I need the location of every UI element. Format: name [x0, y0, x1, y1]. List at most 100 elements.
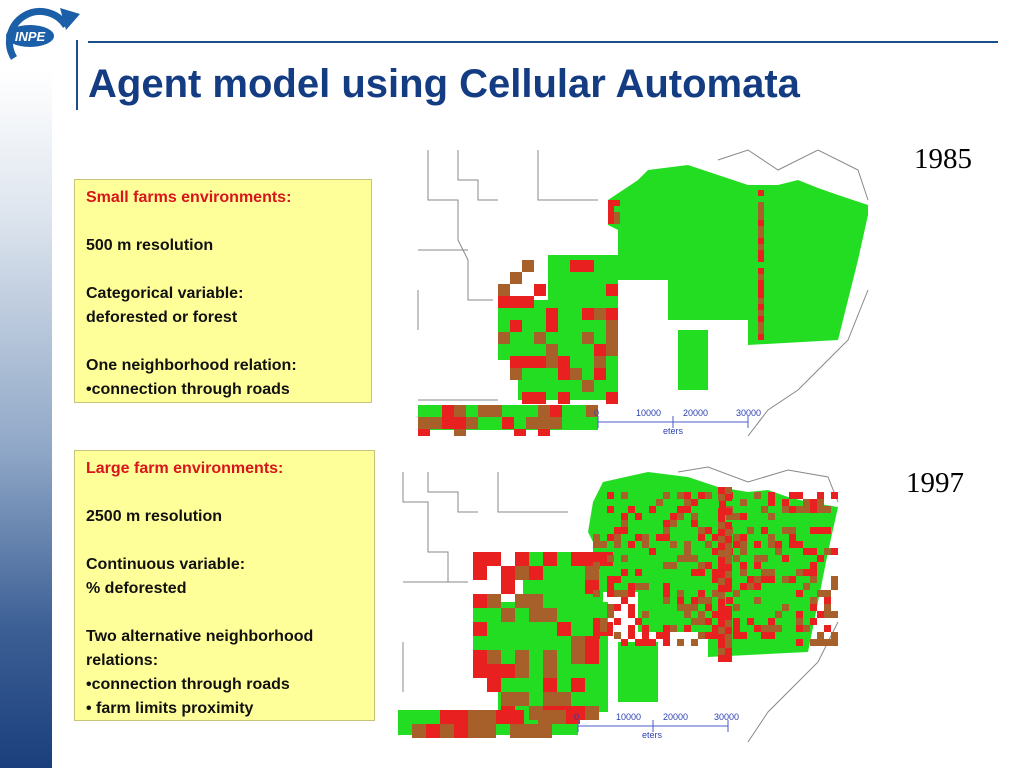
deforested-cell	[740, 583, 747, 590]
deforested-cell	[796, 569, 803, 576]
deforested-cell	[758, 268, 764, 274]
deforested-cell	[758, 304, 764, 310]
deforested-cell	[803, 548, 810, 555]
deforested-cell	[758, 250, 764, 256]
deforested-cell	[566, 710, 580, 724]
deforested-cell	[543, 678, 557, 692]
deforested-cell	[712, 611, 719, 618]
deforested-cell	[594, 368, 606, 380]
deforested-cell	[663, 632, 670, 639]
scale-label: 30000	[736, 408, 761, 418]
deforested-cell	[677, 604, 684, 611]
info-box-line: •connection through roads	[86, 381, 290, 398]
deforested-cell	[754, 541, 761, 548]
deforested-cell	[705, 527, 712, 534]
deforested-cell	[768, 569, 775, 576]
deforested-cell	[571, 636, 585, 650]
deforested-cell	[649, 639, 656, 646]
deforested-cell	[607, 534, 614, 541]
deforested-cell	[718, 508, 725, 515]
deforested-cell	[761, 625, 768, 632]
deforested-cell	[628, 541, 635, 548]
deforested-cell	[775, 625, 782, 632]
deforested-cell	[534, 356, 546, 368]
deforested-cell	[514, 429, 526, 436]
deforested-cell	[440, 710, 454, 724]
deforested-cell	[501, 566, 515, 580]
deforested-cell	[442, 405, 454, 417]
info-box-spacer	[86, 529, 366, 553]
title-top-rule	[88, 41, 998, 43]
deforested-cell	[768, 492, 775, 499]
deforested-cell	[663, 534, 670, 541]
deforested-cell	[725, 508, 732, 515]
deforested-cell	[606, 320, 618, 332]
deforested-cell	[684, 548, 691, 555]
deforested-cell	[677, 492, 684, 499]
deforested-cell	[515, 692, 529, 706]
deforested-cell	[656, 534, 663, 541]
deforested-cell	[782, 555, 789, 562]
deforested-cell	[782, 576, 789, 583]
deforested-cell	[621, 527, 628, 534]
deforested-cell	[817, 590, 824, 597]
deforested-cell	[621, 597, 628, 604]
deforested-cell	[607, 611, 614, 618]
deforested-cell	[600, 541, 607, 548]
deforested-cell	[803, 625, 810, 632]
deforested-cell	[758, 220, 764, 226]
deforested-cell	[810, 639, 817, 646]
deforested-cell	[747, 527, 754, 534]
info-box-line: 500 m resolution	[86, 237, 214, 254]
deforested-cell	[642, 583, 649, 590]
deforested-cell	[698, 562, 705, 569]
forest-region	[398, 472, 838, 735]
scale-labels: 0 10000 20000 30000 eters	[594, 408, 761, 436]
deforested-cell	[642, 625, 649, 632]
deforested-cell	[718, 620, 725, 627]
deforested-cell	[558, 392, 570, 404]
deforested-cell	[608, 200, 614, 206]
deforested-cell	[585, 650, 599, 664]
deforested-cell	[614, 212, 620, 218]
deforested-cell	[522, 356, 534, 368]
deforested-cell	[522, 260, 534, 272]
deforested-cell	[758, 286, 764, 292]
deforested-cell	[817, 527, 824, 534]
deforested-cell	[831, 576, 838, 583]
deforested-cell	[718, 564, 725, 571]
deforested-cell	[831, 611, 838, 618]
deforested-cell	[803, 506, 810, 513]
deforested-cell	[571, 678, 585, 692]
deforested-cell	[656, 632, 663, 639]
scale-unit: eters	[642, 730, 663, 740]
deforested-cell	[534, 392, 546, 404]
deforested-cell	[552, 710, 566, 724]
deforested-cell	[534, 332, 546, 344]
deforested-cell	[817, 499, 824, 506]
deforested-cell	[628, 583, 635, 590]
deforested-cell	[606, 392, 618, 404]
deforested-cell	[670, 562, 677, 569]
deforested-cell	[733, 541, 740, 548]
deforested-cell	[593, 534, 600, 541]
deforested-cell	[582, 260, 594, 272]
deforested-cell	[593, 541, 600, 548]
deforested-cell	[718, 487, 725, 494]
deforested-cell	[758, 208, 764, 214]
info-box-line: One neighborhood relation:	[86, 357, 297, 374]
deforested-cell	[684, 611, 691, 618]
deforested-cell	[705, 618, 712, 625]
title-vertical-rule	[76, 40, 78, 110]
deforested-cell	[775, 548, 782, 555]
deforested-cell	[725, 550, 732, 557]
deforested-cell	[733, 618, 740, 625]
deforested-cell	[515, 594, 529, 608]
deforested-cell	[789, 576, 796, 583]
deforested-cell	[473, 650, 487, 664]
deforested-cell	[712, 569, 719, 576]
deforested-cell	[824, 590, 831, 597]
deforested-cell	[614, 604, 621, 611]
logo-text: INPE	[15, 29, 46, 44]
deforested-cell	[546, 356, 558, 368]
